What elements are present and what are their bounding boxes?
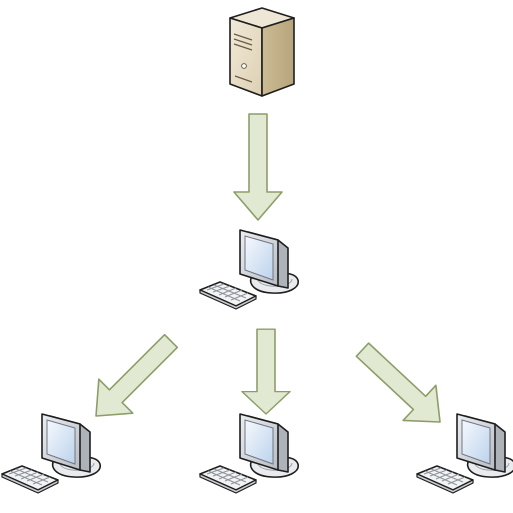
arrow-hub-to-right-client bbox=[345, 331, 458, 441]
server-icon bbox=[229, 7, 295, 97]
arrow-server-to-hub bbox=[233, 113, 283, 221]
arrow-hub-to-center-client bbox=[241, 328, 291, 415]
arrow-hub-to-left-client bbox=[78, 323, 189, 434]
computer-icon bbox=[416, 413, 513, 494]
computer-icon bbox=[1, 413, 102, 494]
computer-icon bbox=[199, 229, 300, 310]
computer-icon bbox=[199, 413, 300, 494]
